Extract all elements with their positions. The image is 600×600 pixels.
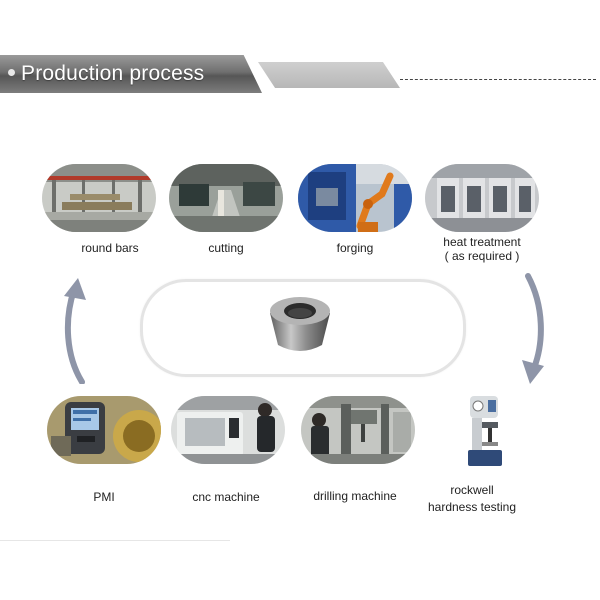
round-bars-text: round bars: [81, 241, 139, 255]
heat-treatment-note: ( as required ): [444, 249, 520, 263]
cutting-text: cutting: [208, 241, 244, 255]
olet-fitting-icon: [270, 297, 330, 351]
saw-machine-image: [169, 164, 283, 232]
arrow-up-icon: [64, 278, 86, 384]
bullet-icon: [8, 68, 15, 76]
page-title: Production process: [21, 62, 205, 85]
drilling-label: drilling machine: [285, 489, 425, 503]
forging-label: forging: [285, 241, 425, 255]
round-bars-photo: [42, 164, 156, 232]
cutting-label: cutting: [156, 241, 296, 255]
rockwell-note: hardness testing: [427, 500, 517, 514]
cnc-label: cnc machine: [156, 490, 296, 504]
forging-text: forging: [336, 241, 374, 255]
heat-treatment-label: heat treatment ( as required ): [412, 235, 552, 263]
header-banner: Production process: [0, 55, 262, 93]
cnc-photo: [171, 396, 285, 464]
drilling-photo: [301, 396, 415, 464]
drilling-text: drilling machine: [313, 489, 397, 503]
analyzer-image: [47, 396, 161, 464]
cnc-lathe-image: [171, 396, 285, 464]
drilling-machine-image: [301, 396, 415, 464]
header-accent-shape: [258, 62, 400, 88]
pmi-text: PMI: [93, 490, 115, 504]
round-bars-label: round bars: [40, 241, 180, 255]
header-title-wrap: Production process: [8, 57, 204, 91]
forging-photo: [298, 164, 412, 232]
cutting-photo: [169, 164, 283, 232]
forging-robot-image: [298, 164, 412, 232]
header-divider: [400, 79, 596, 80]
heat-treatment-text: heat treatment: [443, 235, 521, 249]
hardness-tester-image: [468, 396, 502, 466]
rockwell-text: rockwell: [450, 483, 494, 497]
cnc-text: cnc machine: [192, 490, 260, 504]
rockwell-label: rockwell hardness testing: [402, 483, 542, 514]
heat-treatment-photo: [425, 164, 539, 232]
pmi-label: PMI: [34, 490, 174, 504]
pmi-photo: [47, 396, 161, 464]
footer-divider: [0, 540, 230, 541]
arrow-down-icon: [522, 273, 544, 384]
warehouse-image: [42, 164, 156, 232]
furnace-image: [425, 164, 539, 232]
